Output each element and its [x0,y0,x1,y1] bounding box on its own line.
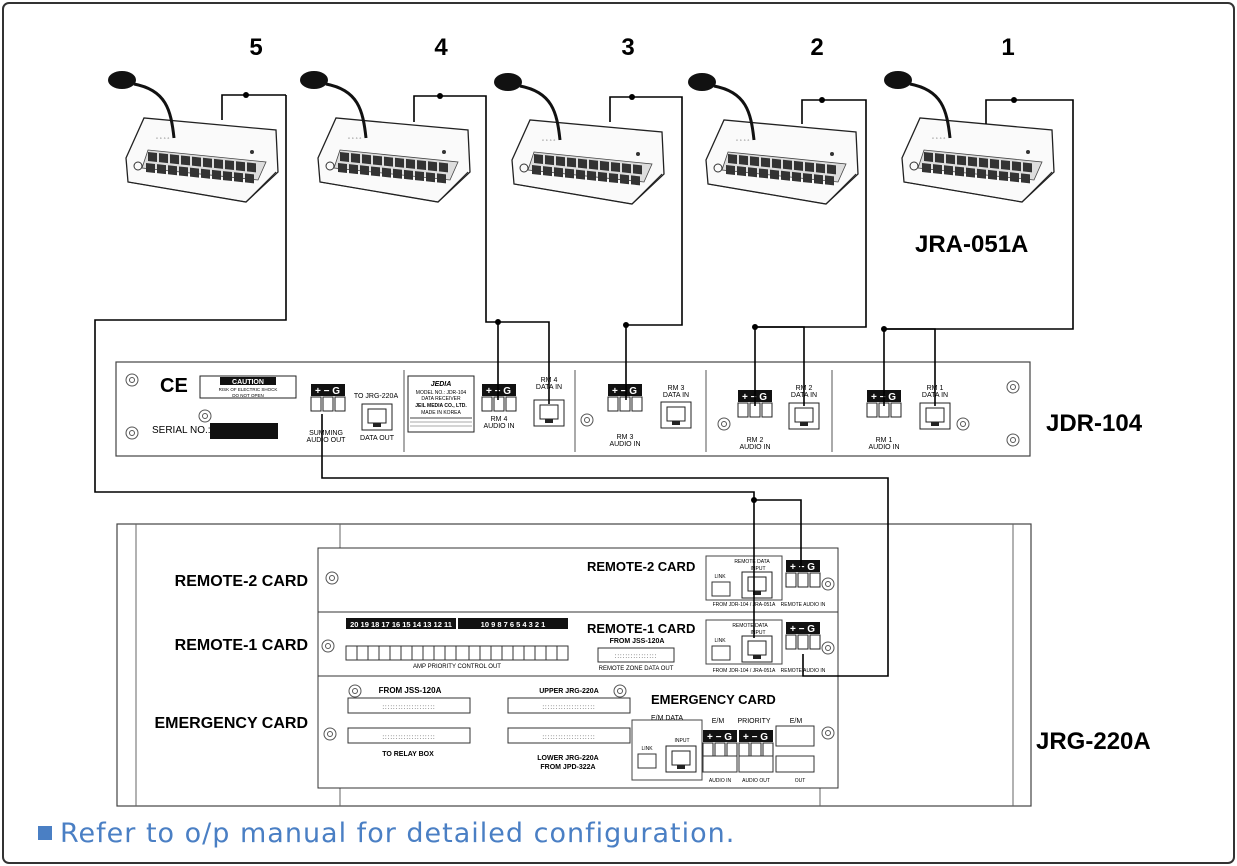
lower-jrg-label: LOWER JRG-220A [537,755,598,762]
rm4-audio-label: RM 4 [491,416,508,423]
rm3-data-label: RM 3 [668,385,685,392]
remote2-data-label: REMOTE DATA [734,559,770,565]
data-out-label: DATA OUT [360,435,395,442]
jdr-104-panel: CE CAUTION RISK OF ELECTRIC SHOCK DO NOT… [115,361,1031,457]
svg-text:CE: CE [160,375,188,397]
remote2-input-label: INPUT [751,566,766,572]
jrg-220a-panel: REMOTE-2 CARD REMOTE DATA INPUT LINK FRO… [116,523,1032,807]
mic-console-1 [884,71,1054,202]
amp-priority-label: AMP PRIORITY CONTROL OUT [413,664,501,670]
remote-zone-label: REMOTE ZONE DATA OUT [599,666,674,672]
em-out-label: OUT [795,778,806,784]
svg-text:::::::::::::::::::::: :::::::::::::::::::: [542,735,595,741]
mic-number-3: 3 [621,34,634,61]
svg-text:::::::::::::::::::::: :::::::::::::::::::: [382,735,435,741]
to-jrg-label: TO JRG-220A [354,393,399,400]
mic-console-4 [300,71,470,202]
summing-label: SUMMING [309,430,343,437]
reference-note: Refer to o/p manual for detailed configu… [38,818,735,849]
priority-label: PRIORITY [737,718,770,725]
mic-console-5 [108,71,278,202]
side-label-emergency: EMERGENCY CARD [155,715,309,732]
rm4-audio-in-label: AUDIO IN [483,423,514,430]
label-company: JEIL MEDIA CO., LTD. [415,403,467,409]
mic-number-2: 2 [810,34,823,61]
from-jpd-label: FROM JPD-322A [540,764,595,771]
rm3-audio-label: RM 3 [617,434,634,441]
em-audio-out-label: AUDIO OUT [742,778,770,784]
side-label-remote1: REMOTE-1 CARD [175,637,308,654]
em-input-label: INPUT [675,738,690,744]
mic-number-5: 5 [249,34,262,61]
serial-label: SERIAL NO.: [152,425,211,436]
em-out-group-label: E/M [790,718,803,725]
em-data-label: E/M DATA [651,715,683,722]
junction-dots [243,92,1017,503]
mic-number-1: 1 [1001,34,1014,61]
summing-audio-out-label: AUDIO OUT [307,437,347,444]
label-desc: DATA RECEIVER [421,396,461,402]
label-made: MADE IN KOREA [421,410,461,416]
device-label-jrg: JRG-220A [1036,728,1151,755]
rm2-audio-label: RM 2 [747,437,764,444]
device-label-jra: JRA-051A [915,231,1028,258]
device-label-jdr: JDR-104 [1046,410,1143,437]
caution-sub-1: RISK OF ELECTRIC SHOCK [219,387,278,392]
em-audio-in-group-label: E/M [712,718,725,725]
wiring-lines [94,94,1074,677]
svg-text:::::::::::::::::::::: :::::::::::::::::::: [542,705,595,711]
rm1-audio-in-label: AUDIO IN [868,444,899,451]
remote2-audio-in-label: REMOTE AUDIO IN [781,602,826,608]
svg-text:::::::::::::::::::::: :::::::::::::::::::: [382,705,435,711]
reference-note-text: Refer to o/p manual for detailed configu… [60,818,736,849]
mic-console-2 [688,73,858,204]
rm2-audio-in-label: AUDIO IN [739,444,770,451]
remote1-data-label: REMOTE DATA [732,623,768,629]
to-relay-label: TO RELAY BOX [382,751,434,758]
remote2-link-label: LINK [714,574,726,580]
caution-label: CAUTION [232,379,264,386]
channels-20-11: 20 19 18 17 16 15 14 13 12 11 [350,620,452,629]
svg-text:::::::::::::::::: :::::::::::::::: [615,654,658,660]
remote1-card-title: REMOTE-1 CARD [587,621,695,636]
em-from-jss-label: FROM JSS-120A [379,686,442,695]
em-link-label: LINK [641,746,653,752]
emergency-card-title: EMERGENCY CARD [651,692,776,707]
channels-10-1: 10 9 8 7 6 5 4 3 2 1 [481,620,546,629]
upper-jrg-label: UPPER JRG-220A [539,688,599,695]
remote2-card-title: REMOTE-2 CARD [587,559,695,574]
bullet-square-icon [38,826,52,840]
remote1-link-label: LINK [714,638,726,644]
label-model: MODEL NO.: JDR-104 [416,390,467,396]
rm3-data-in-label: DATA IN [663,392,689,399]
rm1-audio-label: RM 1 [876,437,893,444]
mic-number-4: 4 [434,34,448,61]
caution-sub-2: DO NOT OPEN [232,393,263,398]
remote1-input-label: INPUT [751,630,766,636]
rm3-audio-in-label: AUDIO IN [609,441,640,448]
remote1-from-jss-label: FROM JSS-120A [610,638,665,645]
label-brand: JEDIA [431,381,452,388]
side-label-remote2: REMOTE-2 CARD [175,573,308,590]
mic-console-3 [494,73,664,204]
em-audio-in-label: AUDIO IN [709,778,732,784]
remote2-from-jdr-label: FROM JDR-104 / JRA-051A [713,602,776,608]
remote1-from-jdr-label: FROM JDR-104 / JRA-051A [713,668,776,674]
